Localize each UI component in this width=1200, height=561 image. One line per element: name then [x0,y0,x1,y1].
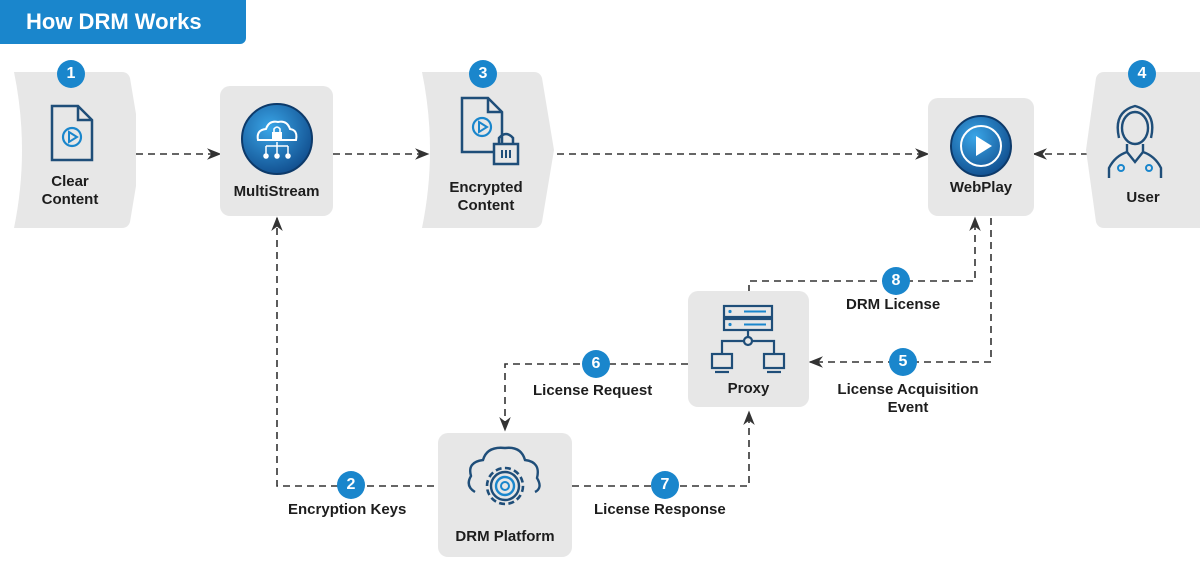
encrypted-content-label: Encrypted Content [449,179,523,214]
webplay-play-icon [950,115,1012,177]
arrow-proxy-to-webplay [748,216,981,292]
page-title: How DRM Works [0,0,246,44]
step-badge-5: 5 [889,348,917,376]
multistream-label: MultiStream [233,183,320,200]
proxy-node [688,291,809,407]
step-badge-6: 6 [582,350,610,378]
webplay-label: WebPlay [949,179,1013,196]
step-badge-4: 4 [1128,60,1156,88]
clear-content-node [14,72,136,228]
drm-platform-cloud-gear-icon [467,446,541,506]
clear-content-file-icon [50,104,94,162]
proxy-label: Proxy [727,380,770,397]
step-badge-1: 1 [57,60,85,88]
encryption-keys-label: Encryption Keys [288,501,407,518]
multistream-cloud-lock-icon [241,103,313,175]
arrow-webplay-to-proxy [808,218,992,368]
step-badge-2: 2 [337,471,365,499]
license-response-label: License Response [594,501,726,518]
license-request-label: License Request [533,382,653,399]
encrypted-content-file-lock-icon [460,96,520,166]
arrow-drm-to-multistream [271,216,458,487]
drm-license-label: DRM License [846,296,941,313]
arrow-proxy-to-drm [499,363,688,432]
user-label: User [1126,189,1160,206]
proxy-network-icon [710,304,786,374]
encrypted-content-node [422,72,554,228]
drm-platform-label: DRM Platform [455,528,555,545]
user-avatar-icon [1107,104,1163,178]
step-badge-8: 8 [882,267,910,295]
step-badge-7: 7 [651,471,679,499]
step-badge-3: 3 [469,60,497,88]
clear-content-label: Clear Content [41,173,99,208]
license-acquisition-label: License Acquisition Event [837,381,979,416]
